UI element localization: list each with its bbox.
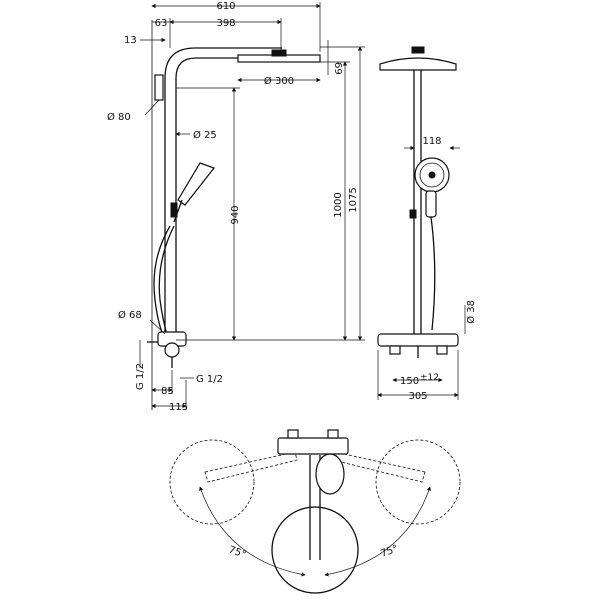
hand-shower-holder [170, 202, 178, 218]
thermostat-leg-right [436, 345, 448, 355]
label-150: 150 [400, 376, 419, 387]
hand-shower-handle-front [425, 190, 437, 218]
label-305: 305 [408, 391, 427, 402]
label-300: Ø 300 [264, 75, 294, 87]
swing-circle-left [169, 439, 255, 525]
label-150-tol: ±12 [420, 373, 439, 383]
label-940: 940 [230, 205, 241, 224]
leader-68 [149, 319, 166, 335]
holder-front [409, 209, 417, 219]
label-38: Ø 38 [465, 300, 477, 324]
hose-front [430, 216, 436, 331]
shower-arm-inner [175, 57, 282, 79]
label-115: 115 [169, 402, 188, 413]
hand-shower-handle [173, 199, 183, 223]
leader-80 [144, 99, 160, 116]
hand-shower-center [428, 171, 436, 179]
hand-shower-top [315, 453, 345, 495]
thermostat-front [377, 333, 459, 347]
label-63: 63 [155, 18, 168, 29]
hand-shower-ring [419, 162, 445, 188]
label-85: 85 [161, 386, 174, 397]
label-1075: 1075 [348, 187, 359, 212]
wall-bracket-top [154, 74, 164, 101]
label-angle-left: 75° [227, 544, 247, 560]
top-view [169, 429, 461, 594]
thermostat-top [277, 437, 349, 455]
head-shower-front [379, 57, 457, 71]
label-1000: 1000 [333, 192, 344, 217]
label-g12a: G 1/2 [135, 363, 146, 390]
label-13: 13 [124, 35, 137, 46]
thermostat-cap-right [327, 429, 339, 439]
angle-arc-right [324, 486, 431, 577]
side-view [139, 2, 365, 410]
hose-outer [153, 225, 171, 341]
head-shower-top-joint [411, 46, 425, 54]
label-610: 610 [216, 1, 235, 12]
thermostat-leg-left [389, 345, 401, 355]
label-25: Ø 25 [193, 129, 217, 141]
hand-shower [177, 162, 215, 206]
label-80: Ø 80 [107, 111, 131, 123]
angle-arc-left [199, 486, 306, 577]
label-68: Ø 68 [118, 309, 142, 321]
shower-arm-outer [164, 47, 282, 79]
label-118: 118 [422, 136, 441, 147]
hose-inner [158, 225, 175, 339]
front-view [377, 46, 466, 400]
thermostat-knob [164, 342, 180, 358]
thermostat-cap-left [287, 429, 299, 439]
label-angle-right: 75° [379, 543, 399, 559]
label-g12b: G 1/2 [196, 374, 223, 385]
label-398: 398 [216, 18, 235, 29]
head-shower-top-view [271, 506, 359, 594]
label-69: 69 [332, 62, 343, 75]
swing-circle-right [375, 439, 461, 525]
head-shower-joint [271, 49, 287, 57]
arm-left [204, 451, 298, 483]
